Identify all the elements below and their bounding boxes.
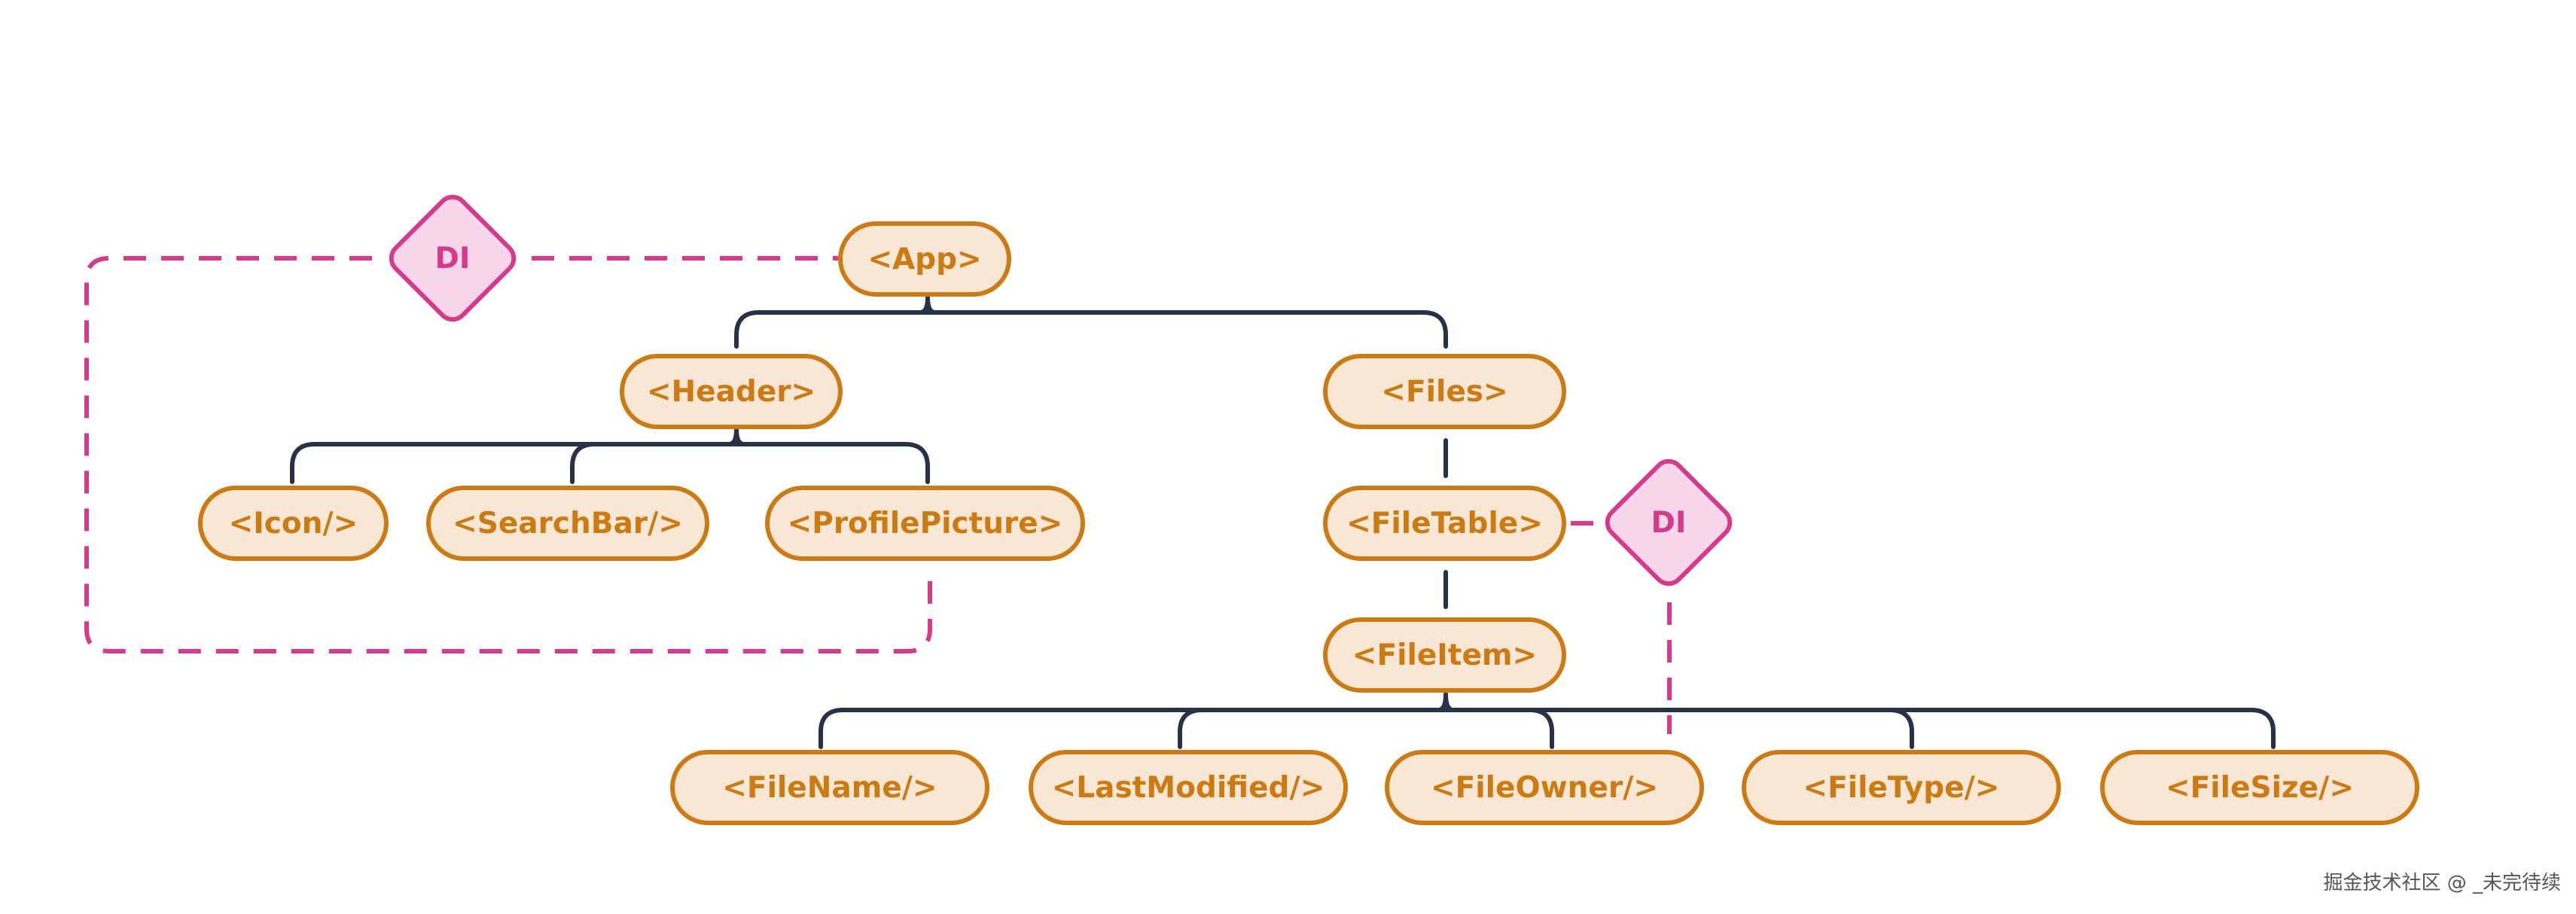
node-fileitem: <FileItem> bbox=[1323, 617, 1566, 693]
node-profilepicture: <ProfilePicture> bbox=[765, 486, 1085, 561]
node-searchbar: <SearchBar/> bbox=[426, 486, 709, 561]
connector-app-children bbox=[734, 295, 1448, 349]
connector-fileitem-children bbox=[819, 692, 2276, 749]
node-filetable: <FileTable> bbox=[1323, 486, 1566, 561]
node-lastmodified: <LastModified/> bbox=[1029, 750, 1348, 825]
di-left-to-profilepicture bbox=[84, 256, 932, 654]
connector-header-children bbox=[290, 427, 930, 484]
di-label: DI bbox=[434, 241, 471, 276]
node-filename: <FileName/> bbox=[670, 750, 989, 825]
node-header: <Header> bbox=[620, 354, 843, 429]
node-files: <Files> bbox=[1323, 354, 1566, 429]
node-filesize: <FileSize/> bbox=[2100, 750, 2419, 825]
di-label: DI bbox=[1651, 505, 1687, 540]
node-app: <App> bbox=[838, 221, 1011, 297]
di-diamond-left: DI bbox=[382, 187, 523, 329]
node-fileowner: <FileOwner/> bbox=[1385, 750, 1704, 825]
node-filetype: <FileType/> bbox=[1742, 750, 2061, 825]
node-icon: <Icon/> bbox=[198, 486, 389, 561]
watermark-text: 掘金技术社区 @ _未完待续 bbox=[2323, 872, 2561, 894]
di-diamond-right: DI bbox=[1598, 452, 1739, 593]
